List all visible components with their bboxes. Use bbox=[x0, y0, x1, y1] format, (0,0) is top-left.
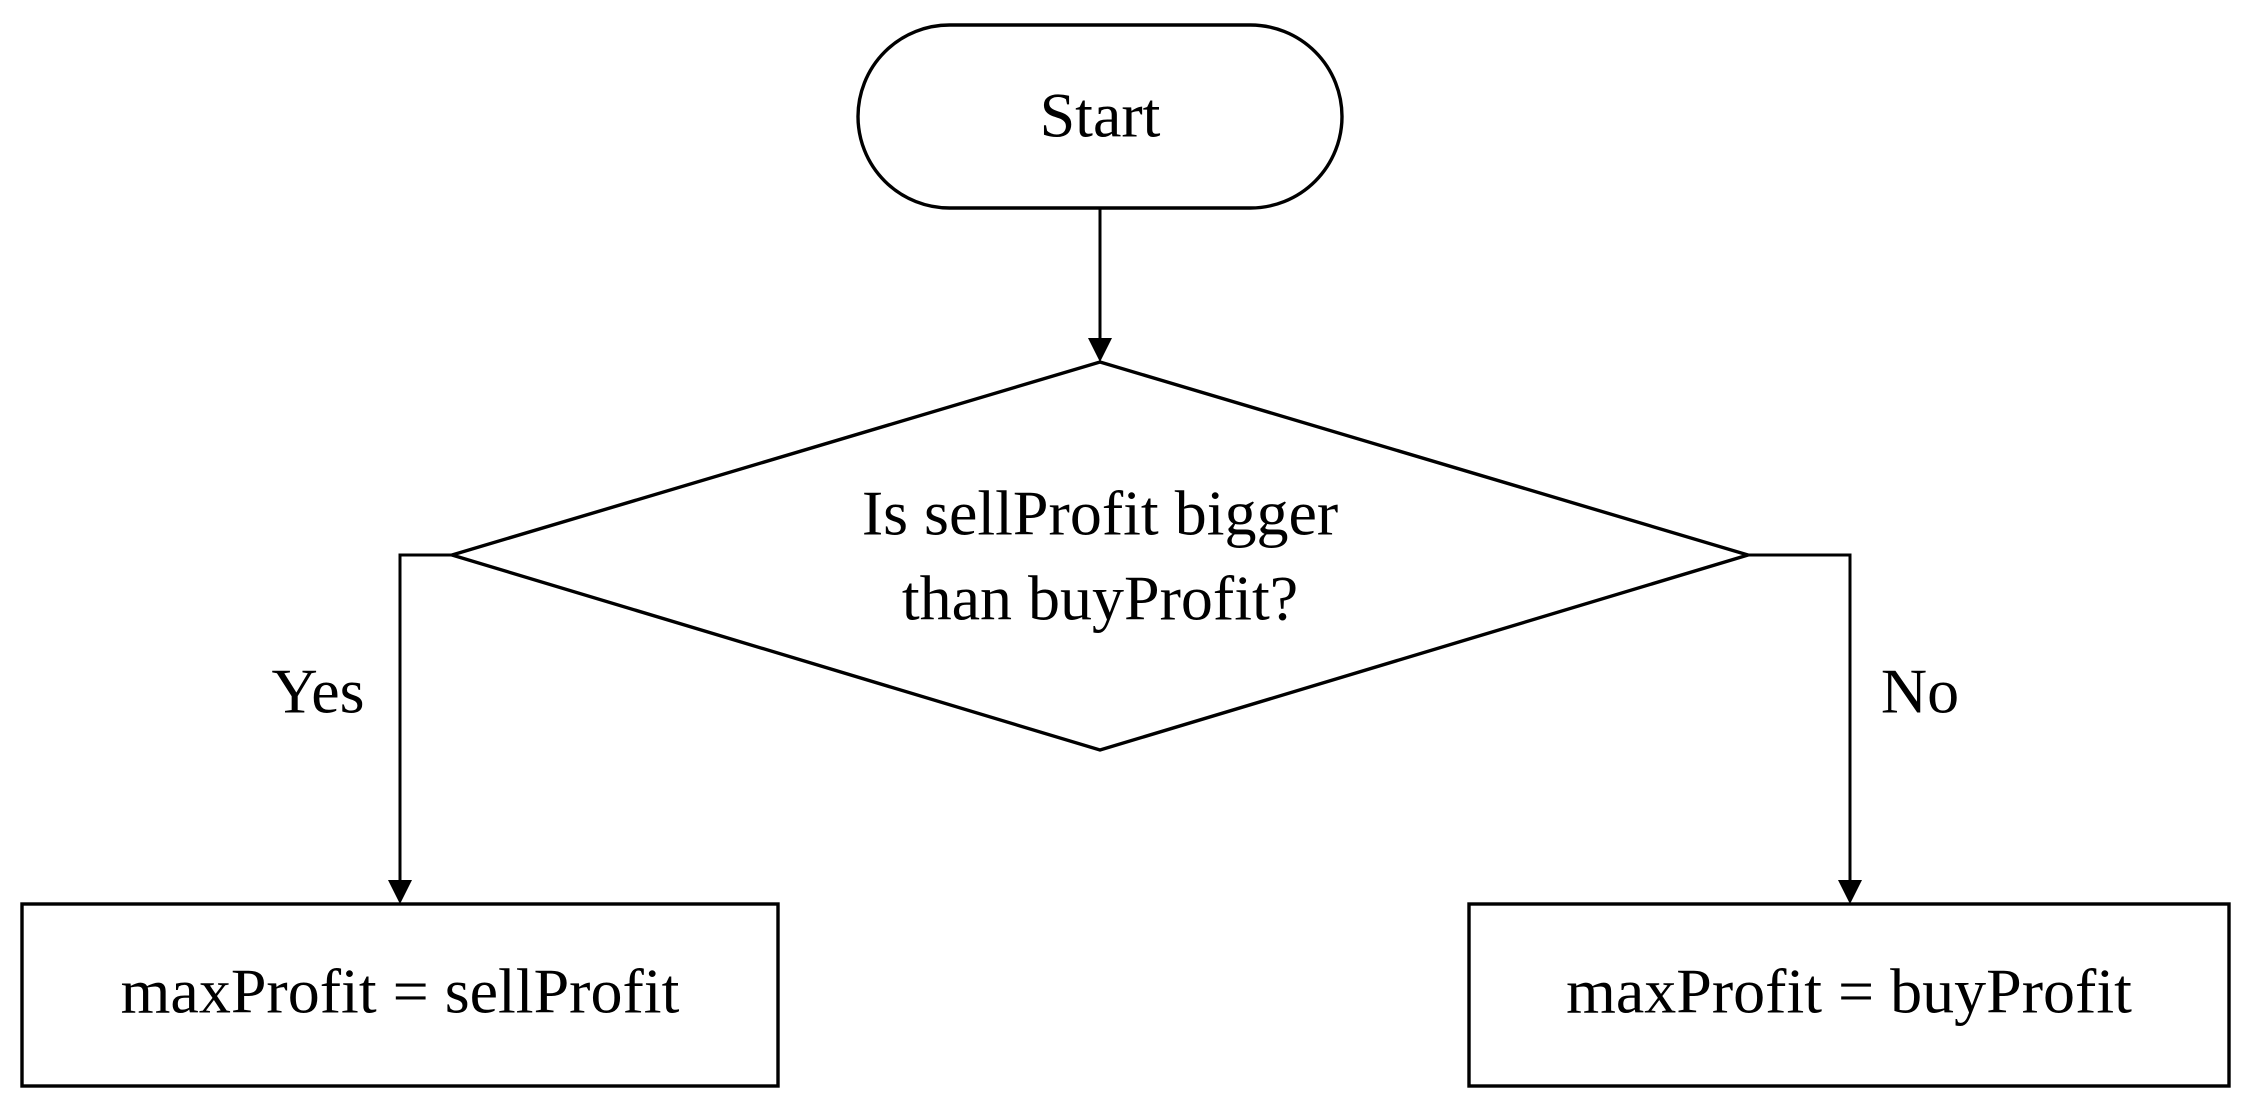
branch-yes-label: Yes bbox=[271, 656, 364, 727]
connector-yes-branch bbox=[388, 553, 452, 904]
arrowhead-down-icon bbox=[1088, 338, 1112, 362]
start-label: Start bbox=[1040, 80, 1161, 151]
decision-node: Is sellProfit bigger than buyProfit? bbox=[446, 360, 1754, 752]
branch-no-label: No bbox=[1881, 656, 1959, 727]
process-node-no: maxProfit = buyProfit bbox=[1467, 902, 2231, 1088]
decision-label-line2: than buyProfit? bbox=[902, 563, 1298, 634]
process-no-label: maxProfit = buyProfit bbox=[1566, 956, 2132, 1027]
arrowhead-down-icon bbox=[1838, 880, 1862, 904]
decision-label-line1: Is sellProfit bigger bbox=[862, 478, 1338, 549]
process-node-yes: maxProfit = sellProfit bbox=[20, 902, 780, 1088]
start-node: Start bbox=[856, 23, 1344, 210]
arrowhead-down-icon bbox=[388, 880, 412, 904]
process-yes-label: maxProfit = sellProfit bbox=[121, 956, 680, 1027]
process-no-box bbox=[1467, 902, 2231, 1088]
connector-no-branch bbox=[1748, 553, 1862, 904]
decision-diamond-shape bbox=[446, 360, 1754, 752]
connector-start-to-decision bbox=[1088, 208, 1112, 362]
process-yes-box bbox=[20, 902, 780, 1088]
